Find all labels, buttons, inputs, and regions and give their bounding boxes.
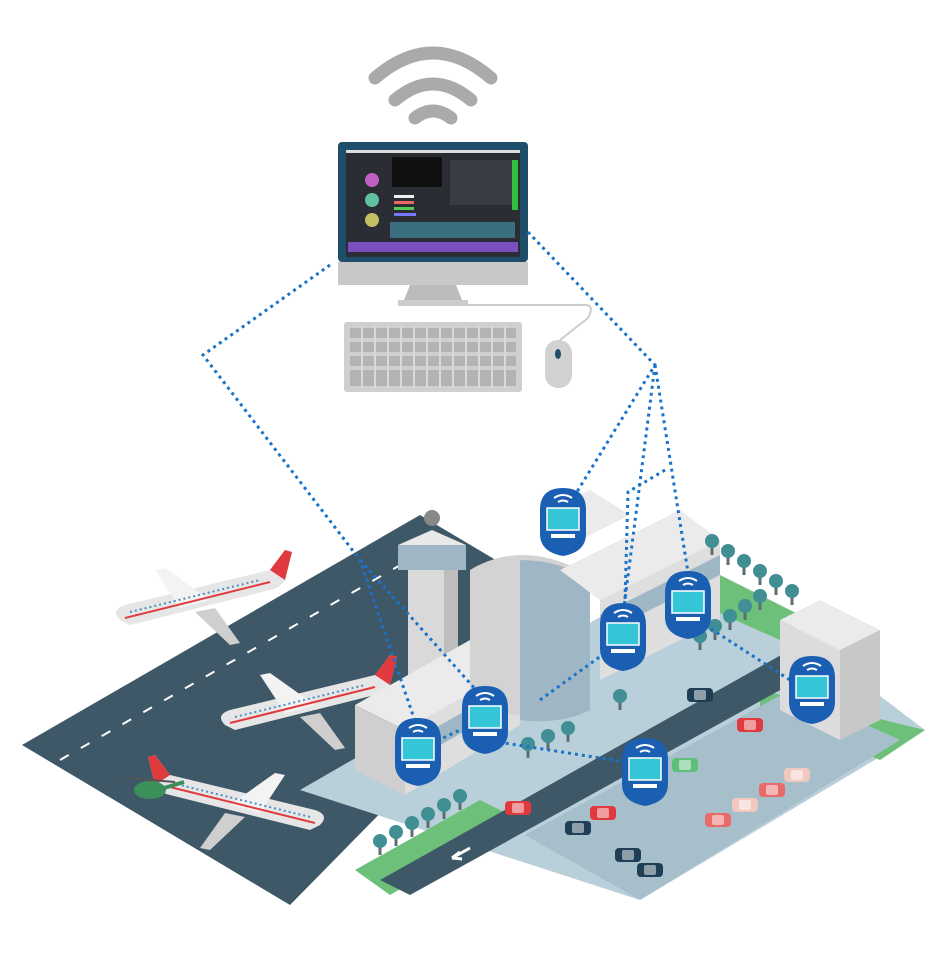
network-links: [200, 230, 791, 767]
network-node-icon[interactable]: [621, 737, 669, 807]
network-node-icon[interactable]: [788, 655, 836, 725]
parking-lot: [525, 690, 900, 900]
desktop-monitor-icon: [338, 142, 528, 306]
network-node-icon[interactable]: [394, 717, 442, 787]
network-node-icon[interactable]: [664, 570, 712, 640]
network-node-icon[interactable]: [461, 685, 509, 755]
network-node-icon[interactable]: [539, 487, 587, 557]
mouse-icon: [468, 304, 592, 388]
wifi-icon: [368, 46, 498, 125]
road-arrow-icon: [451, 846, 471, 861]
keyboard-icon: [344, 322, 522, 392]
helicopter-icon: [124, 777, 185, 799]
road: [380, 650, 820, 895]
network-node-icon[interactable]: [599, 602, 647, 672]
